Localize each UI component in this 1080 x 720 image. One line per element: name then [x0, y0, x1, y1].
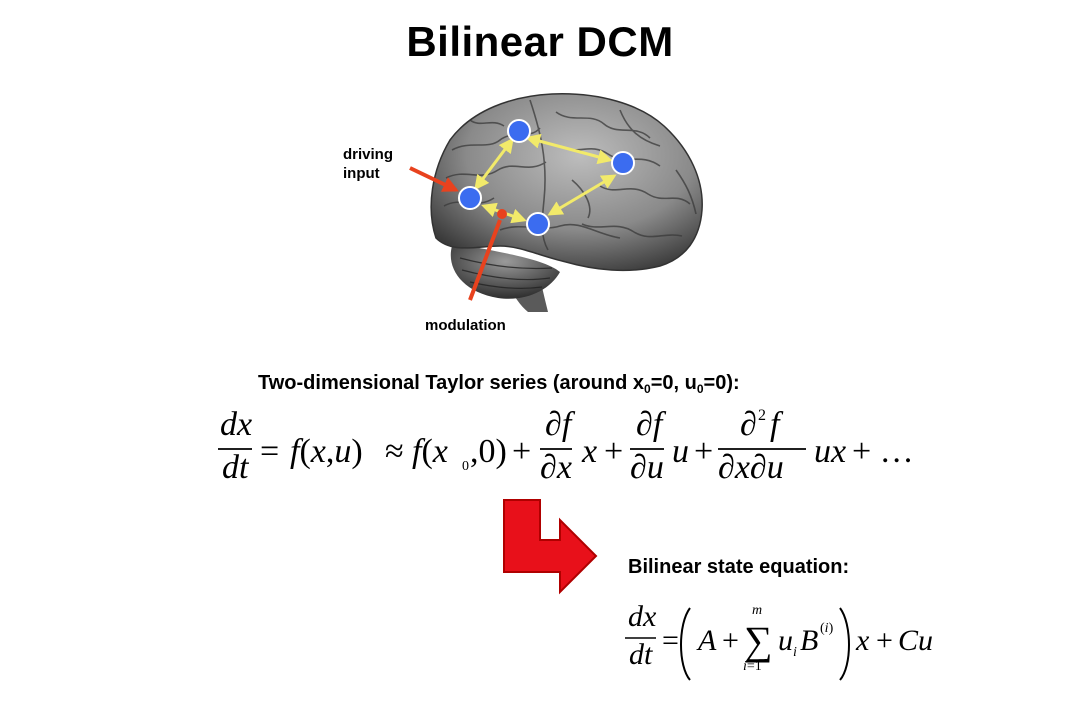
svg-text:∑: ∑: [744, 618, 773, 663]
svg-text:u: u: [672, 433, 689, 470]
svg-text:∂: ∂: [740, 406, 757, 443]
cerebellum: [450, 245, 560, 299]
svg-text:+: +: [604, 433, 623, 470]
driving-input-label: driving input: [343, 145, 393, 183]
taylor-heading: Two-dimensional Taylor series (around x0…: [258, 372, 740, 396]
svg-text:f(x: f(x: [412, 433, 448, 470]
svg-text:+: +: [722, 624, 739, 657]
connection-n2-n4: [547, 174, 617, 216]
node-3: [458, 186, 482, 210]
taylor-heading-suffix: =0):: [703, 372, 740, 394]
node-4: [526, 212, 550, 236]
slide-title: Bilinear DCM: [406, 18, 674, 65]
bilinear-heading: Bilinear state equation:: [628, 556, 850, 578]
svg-text:m: m: [752, 603, 762, 618]
modulation-arrow: [468, 219, 502, 301]
svg-text:∂u: ∂u: [630, 449, 664, 486]
svg-text:x: x: [581, 433, 597, 470]
connections: [474, 133, 617, 224]
svg-text:≈: ≈: [385, 433, 404, 470]
svg-text:i=1: i=1: [743, 659, 762, 674]
svg-text:+: +: [876, 624, 893, 657]
svg-text:dx: dx: [628, 600, 657, 633]
svg-text:+: +: [694, 433, 713, 470]
svg-text:u: u: [778, 624, 793, 657]
nodes: [458, 119, 635, 236]
taylor-heading-prefix: Two-dimensional Taylor series (around x: [258, 372, 645, 394]
svg-text:i: i: [793, 645, 797, 660]
big-red-arrow: [503, 499, 598, 595]
svg-text:dt: dt: [222, 449, 250, 486]
taylor-heading-sub1: 0: [644, 382, 651, 396]
modulation-label: modulation: [425, 317, 506, 334]
svg-text:+: +: [512, 433, 531, 470]
svg-text:dt: dt: [629, 638, 653, 671]
connection-n1-n2: [525, 133, 613, 165]
svg-text:ux: ux: [814, 433, 846, 470]
modulation-dot: [497, 209, 507, 219]
node-2: [611, 151, 635, 175]
svg-text:=: =: [260, 433, 279, 470]
svg-text:Cu: Cu: [898, 624, 933, 657]
driving-label-line2: input: [343, 165, 380, 182]
svg-text:=: =: [662, 624, 679, 657]
svg-text:x: x: [855, 624, 870, 657]
driving-input-arrow: [409, 166, 459, 192]
svg-text:∂x: ∂x: [540, 449, 572, 486]
driving-label-line1: driving: [343, 146, 394, 163]
svg-text:2: 2: [758, 407, 766, 424]
svg-text:,0): ,0): [470, 433, 507, 470]
node-1: [507, 119, 531, 143]
svg-text:A: A: [696, 624, 717, 657]
svg-text:∂x∂u: ∂x∂u: [718, 449, 784, 486]
svg-text:0: 0: [462, 459, 469, 474]
svg-text:+ …: + …: [852, 433, 914, 470]
svg-text:dx: dx: [220, 406, 252, 443]
svg-text:f(x,u): f(x,u): [290, 433, 363, 470]
connection-n1-n3: [474, 137, 514, 191]
svg-text:B: B: [800, 624, 818, 657]
taylor-heading-sub2: 0: [696, 382, 704, 396]
taylor-heading-mid: =0, u: [650, 372, 697, 394]
svg-text:(i): (i): [820, 621, 834, 636]
